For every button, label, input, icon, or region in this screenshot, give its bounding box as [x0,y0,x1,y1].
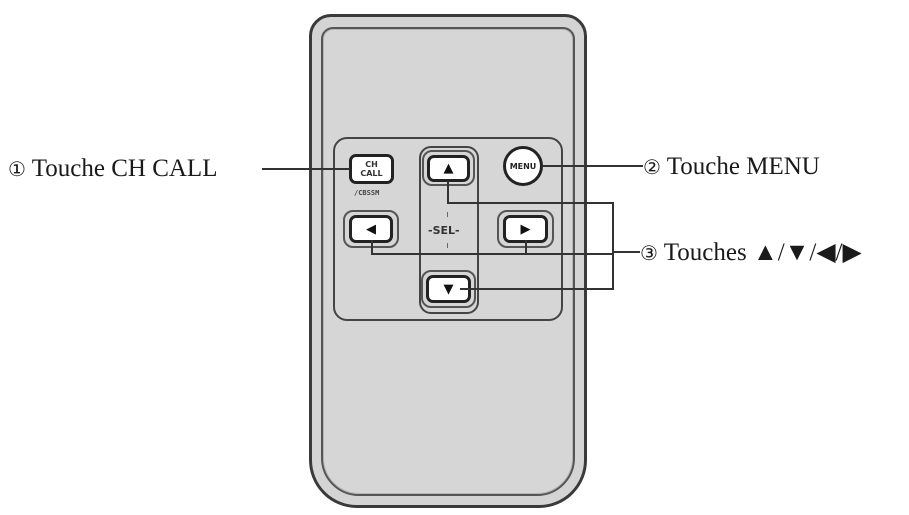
callout-line-right-vertical [525,240,527,255]
sel-tick-top [447,212,448,217]
sel-tick-bottom [447,243,448,248]
callout-line-menu [543,165,643,167]
dpad-vertical-outline [419,146,479,314]
right-arrow-icon: ▶ [520,221,531,237]
sel-label: -SEL- [428,224,460,237]
left-arrow-icon: ◀ [366,221,376,237]
callout-text-2: Touche MENU [666,153,820,180]
menu-button-label: MENU [509,161,537,171]
ch-call-sub-label: /CBSSM [354,189,380,197]
ch-call-line2: CALL [360,169,383,178]
left-button[interactable]: ◀ [349,215,393,243]
ch-call-button[interactable]: CH CALL [349,154,394,184]
remote-body [309,14,587,508]
callout-line-left-right-horizontal [371,253,614,255]
remote-face [321,27,575,496]
button-panel [333,137,563,321]
callout-line-up-vertical [447,181,449,204]
callout-number-1: ① [8,157,26,181]
callout-number-2: ② [643,155,661,179]
callout-line-down-horizontal [460,288,614,290]
callout-line-left-vertical [371,240,373,255]
down-arrow-icon: ▼ [443,281,454,297]
callout-line-up-horizontal [447,202,614,204]
callout-bracket-vertical [612,202,614,290]
up-button[interactable]: ▲ [427,155,470,182]
up-arrow-icon: ▲ [443,161,454,176]
ch-call-line1: CH [365,160,378,169]
callout-label-arrows: ③ Touches ▲/▼/◀/▶ [640,240,862,265]
callout-label-ch-call: ① Touche CH CALL [8,156,217,181]
callout-number-3: ③ [640,241,658,265]
callout-text-3: Touches ▲/▼/◀/▶ [663,239,862,266]
callout-text-1: Touche CH CALL [31,155,218,182]
callout-line-arrows-to-label [612,251,640,253]
right-button[interactable]: ▶ [503,215,548,243]
menu-button[interactable]: MENU [503,146,543,186]
callout-label-menu: ② Touche MENU [643,154,820,179]
callout-line-ch-call [262,168,350,170]
